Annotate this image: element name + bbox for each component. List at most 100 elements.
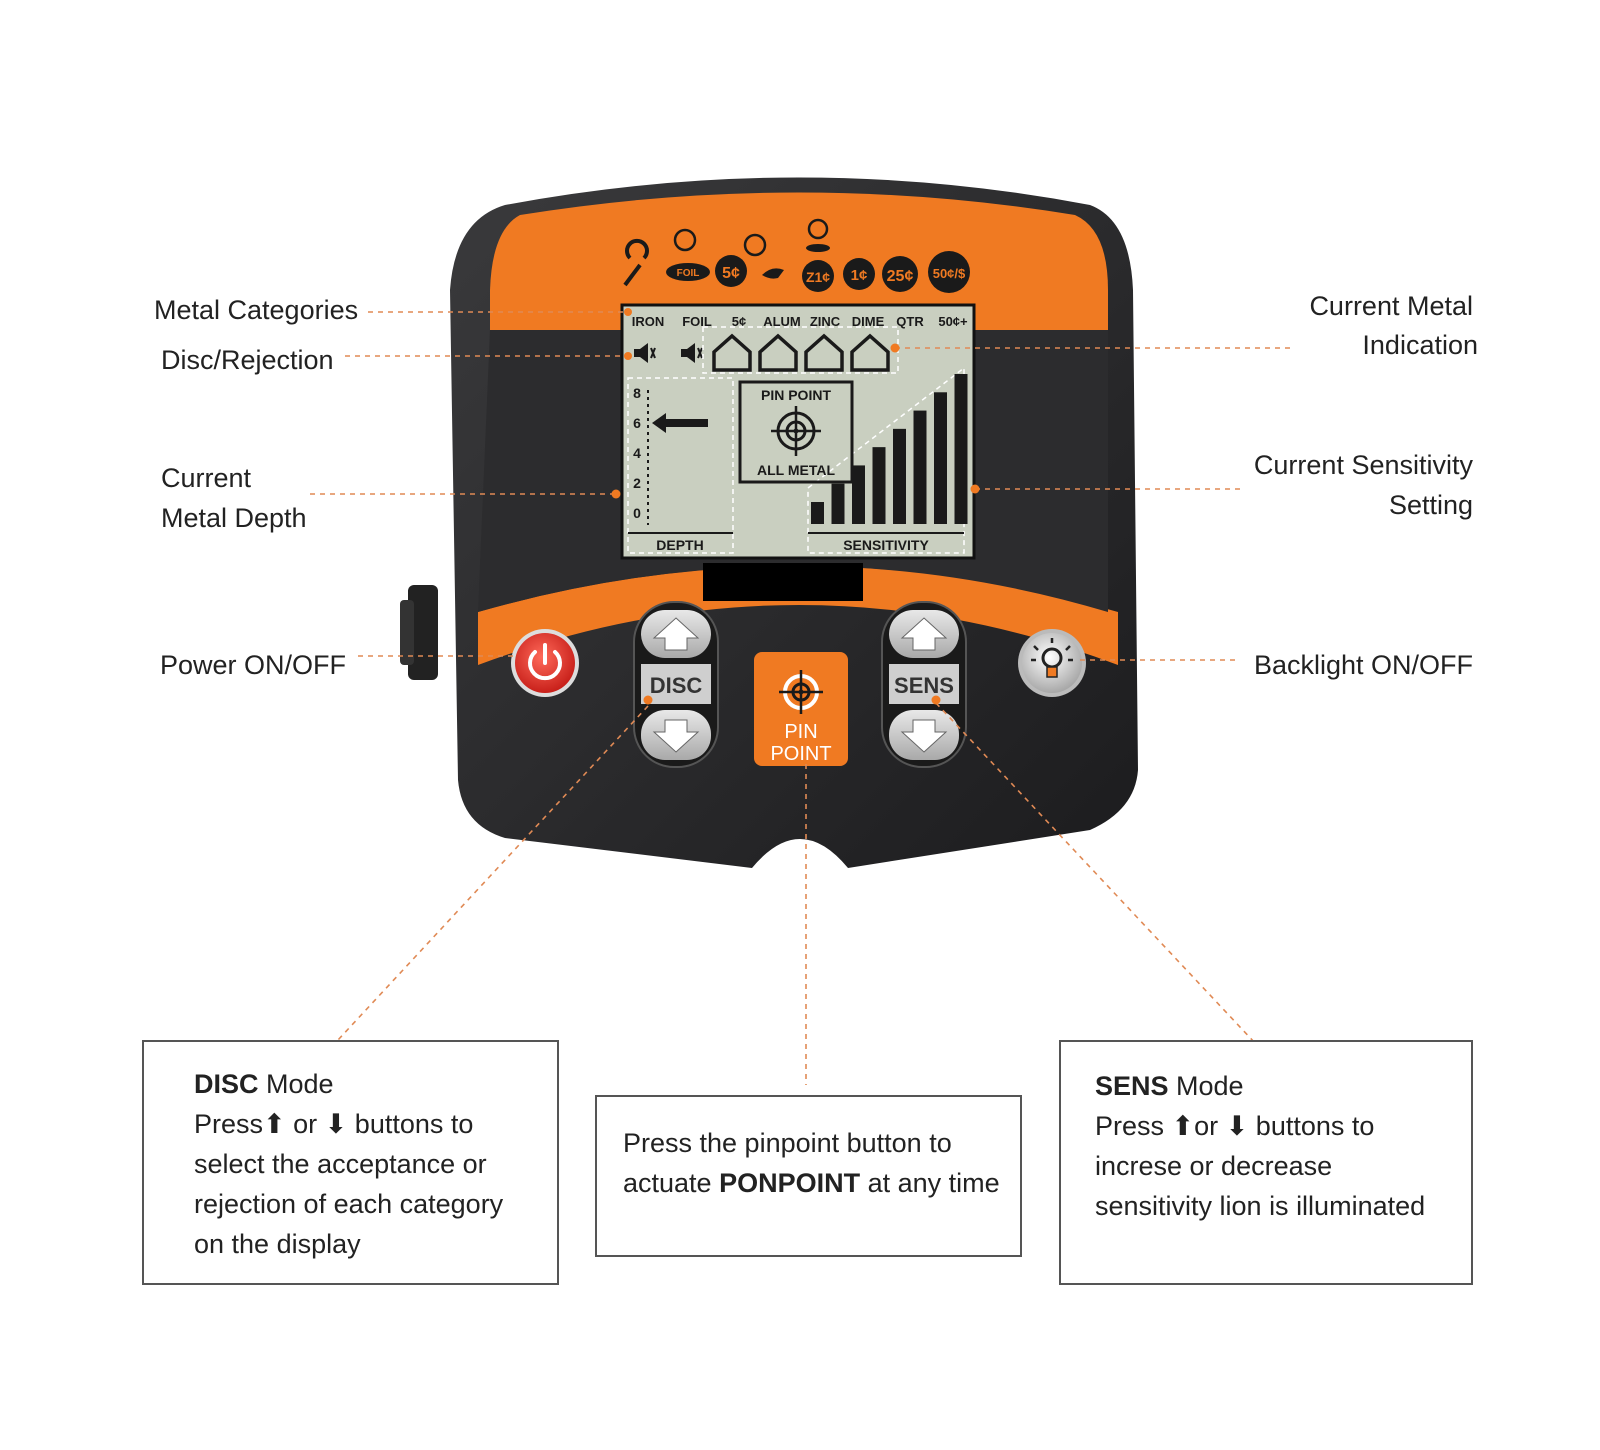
sens-up-button[interactable]: [889, 610, 959, 658]
backlight-button[interactable]: [1018, 629, 1086, 697]
lcd-category-label: FOIL: [682, 314, 712, 329]
top-orange-band: [490, 192, 1108, 330]
lcd-category-label: DIME: [852, 314, 885, 329]
sens-mode-line3: increse or decrease: [1095, 1151, 1333, 1181]
callout-leader-lines: [310, 311, 1295, 1085]
arrow-down-icon: ⬇: [1225, 1111, 1249, 1141]
depth-scale-label: 6: [633, 415, 641, 431]
power-icon: [528, 643, 562, 681]
lightbulb-icon: [1031, 638, 1073, 678]
lcd-category-label: IRON: [632, 314, 665, 329]
sensitivity-bar: [872, 447, 886, 524]
callout-disc-rejection: Disc/Rejection: [161, 345, 334, 375]
callout-current-sens-line1: Current Sensitivity: [1253, 450, 1473, 480]
callout-metal-categories: Metal Categories: [154, 295, 359, 325]
coin-badge-1c: 1¢: [843, 258, 875, 290]
svg-text:25¢: 25¢: [887, 268, 914, 285]
label-plate: [703, 563, 863, 601]
disc-mode-title: DISC Mode: [194, 1069, 334, 1099]
svg-text:FOIL: FOIL: [677, 268, 700, 279]
speaker-icon: [681, 343, 703, 363]
disc-mode-line4: rejection of each category: [194, 1189, 504, 1219]
depth-scale-label: 4: [633, 445, 641, 461]
arrow-up-icon: [652, 617, 700, 651]
disc-mode-line2: Press⬆ or ⬇ buttons to: [194, 1109, 474, 1139]
disc-mode-box: DISC Mode Press⬆ or ⬇ buttons to select …: [142, 1040, 559, 1285]
pull-tab-icon: [743, 233, 784, 279]
arrow-up-icon: ⬆: [1171, 1111, 1195, 1141]
house-icon: [758, 333, 798, 372]
pinpoint-box-line2: actuate PONPOINT at any time: [623, 1168, 1000, 1198]
sens-down-button[interactable]: [889, 710, 959, 760]
current-metal-house-icons: [712, 333, 890, 372]
sensitivity-bar: [913, 410, 927, 524]
pinpoint-button-label-line1: PIN: [784, 721, 817, 743]
house-icon: [712, 333, 752, 372]
sensitivity-bar: [811, 502, 824, 524]
sensitivity-bar: [954, 374, 968, 524]
foil-icon: FOIL: [666, 228, 710, 281]
svg-text:50¢/$: 50¢/$: [933, 266, 966, 281]
disc-mode-line5: on the display: [194, 1229, 361, 1259]
callout-current-sens-line2: Setting: [1388, 490, 1473, 520]
sens-button-label: SENS: [894, 673, 954, 698]
sensitivity-bar: [893, 428, 906, 524]
disc-rejection-speaker-icons: [634, 343, 703, 363]
callout-dots: [611, 308, 980, 705]
sensitivity-bars: [811, 374, 968, 524]
sensitivity-bar: [934, 392, 947, 524]
depth-scale: 8 6 4 2 0: [633, 385, 641, 521]
depth-scale-label: 0: [633, 505, 641, 521]
lcd-category-label: 5¢: [732, 314, 746, 329]
svg-text:1¢: 1¢: [851, 267, 868, 284]
arrow-up-icon: [900, 617, 948, 651]
disc-up-button[interactable]: [641, 610, 711, 658]
lcd-category-label: ZINC: [810, 314, 841, 329]
svg-text:Z1¢: Z1¢: [806, 269, 830, 285]
coin-badge-5c: 5¢: [715, 255, 747, 287]
sens-mode-line2: Press ⬆or ⬇ buttons to: [1095, 1111, 1375, 1141]
callout-current-depth-line1: Current: [161, 463, 252, 493]
lcd-pinpoint-box: PIN POINT ALL METAL: [738, 380, 854, 484]
disc-mode-line3: select the acceptance or: [194, 1149, 487, 1179]
arrow-down-icon: ⬇: [324, 1109, 348, 1139]
arrow-up-icon: ⬆: [263, 1109, 286, 1139]
house-icon: [804, 333, 844, 372]
disc-button-group: DISC: [633, 601, 719, 768]
lcd-pinpoint-label: PIN POINT: [761, 387, 831, 403]
crosshair-icon: [779, 670, 823, 714]
arrow-down-icon: [652, 719, 700, 753]
depth-arrow-icon: [652, 413, 708, 433]
iron-nail-icon: [623, 238, 649, 287]
callout-current-metal-line2: Indication: [1362, 330, 1478, 360]
lcd-depth-label: DEPTH: [656, 537, 703, 553]
disc-button-label: DISC: [650, 673, 703, 698]
lcd-sensitivity-label: SENSITIVITY: [843, 537, 929, 553]
power-button[interactable]: [511, 629, 579, 697]
depth-arrow-shape: [652, 413, 708, 433]
sens-button-group: SENS: [881, 601, 967, 768]
house-icon: [850, 333, 890, 372]
callout-backlight: Backlight ON/OFF: [1253, 650, 1473, 680]
disc-down-button[interactable]: [641, 710, 711, 760]
pinpoint-button-label-line2: POINT: [770, 743, 831, 765]
arrow-down-icon: [900, 719, 948, 753]
bottom-orange-band: [478, 566, 1118, 665]
lcd-category-label: ALUM: [763, 314, 801, 329]
pinpoint-button[interactable]: PIN POINT: [754, 652, 848, 766]
coin-badge-z1c: Z1¢: [802, 218, 834, 292]
svg-text:5¢: 5¢: [722, 265, 740, 282]
callout-current-depth-line2: Metal Depth: [161, 503, 307, 533]
sensitivity-bar: [852, 465, 865, 524]
callout-current-metal-line1: Current Metal: [1309, 291, 1473, 321]
depth-scale-label: 2: [633, 475, 641, 491]
sensitivity-bar: [831, 483, 845, 524]
depth-scale-label: 8: [633, 385, 641, 401]
pinpoint-box: Press the pinpoint button to actuate PON…: [595, 1095, 1022, 1257]
metal-icons-row: FOIL 5¢ Z1¢ 1¢ 25¢ 50¢/$: [623, 218, 970, 293]
lcd-category-label: 50¢+: [938, 314, 968, 329]
sens-mode-line4: sensitivity lion is illuminated: [1095, 1191, 1426, 1221]
callout-power: Power ON/OFF: [160, 650, 347, 680]
